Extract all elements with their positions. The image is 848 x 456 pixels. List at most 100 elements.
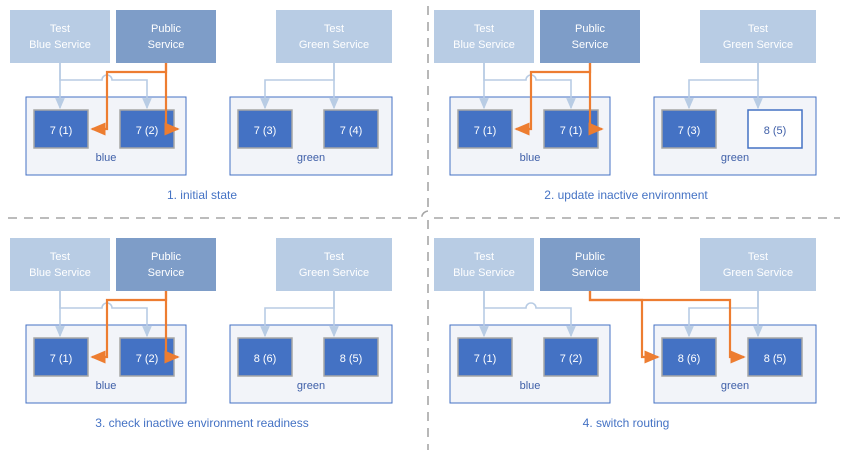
test-green-service-box bbox=[276, 238, 392, 291]
text: Test bbox=[474, 23, 494, 35]
pod-green-1[interactable]: 7 (3) bbox=[661, 109, 717, 149]
text: green bbox=[297, 380, 325, 392]
text: green bbox=[721, 152, 749, 164]
text: 8 (6) bbox=[254, 353, 277, 365]
pod-green-2[interactable]: 8 (5) bbox=[323, 337, 379, 377]
text: Green Service bbox=[723, 39, 793, 51]
text: 7 (1) bbox=[50, 353, 73, 365]
panel-dividers bbox=[8, 6, 840, 450]
pod-green-2[interactable]: 8 (5) bbox=[747, 109, 803, 149]
arrow-test-green-to-pod-3 bbox=[260, 63, 335, 110]
pod-box bbox=[237, 337, 293, 377]
text: Service bbox=[148, 267, 185, 279]
arrow-test-green-to-pod-3 bbox=[260, 291, 335, 338]
pod-box bbox=[747, 109, 803, 149]
pod-blue-1[interactable]: 7 (1) bbox=[33, 109, 89, 149]
test-service-connectors bbox=[479, 291, 763, 338]
text: Test bbox=[748, 23, 768, 35]
pod-blue-2[interactable]: 7 (2) bbox=[543, 337, 599, 377]
pod-box bbox=[543, 337, 599, 377]
text: Public bbox=[151, 23, 181, 35]
pod-box bbox=[457, 109, 513, 149]
text: Test bbox=[324, 251, 344, 263]
arrow-public-to-blue-pod-2 bbox=[164, 63, 180, 136]
text: Green Service bbox=[299, 267, 369, 279]
text: Public bbox=[575, 251, 605, 263]
text: Test bbox=[474, 251, 494, 263]
text: Test bbox=[50, 251, 70, 263]
public-service-box bbox=[116, 238, 216, 291]
arrow-test-green-to-pod-3 bbox=[684, 63, 759, 110]
text: Blue Service bbox=[453, 39, 515, 51]
text: 8 (5) bbox=[764, 125, 787, 137]
text: 7 (1) bbox=[560, 125, 583, 137]
arrow-public-to-blue-pod-2 bbox=[588, 63, 604, 136]
arrow-public-to-green-pod-2 bbox=[588, 291, 746, 364]
text: 7 (4) bbox=[340, 125, 363, 137]
test-green-service-box bbox=[700, 10, 816, 63]
text: blue bbox=[96, 380, 117, 392]
text: blue bbox=[96, 152, 117, 164]
text: Test bbox=[50, 23, 70, 35]
pod-green-1[interactable]: 8 (6) bbox=[661, 337, 717, 377]
divider-vertical bbox=[420, 6, 429, 450]
text: 8 (5) bbox=[340, 353, 363, 365]
public-routing-arrows bbox=[588, 291, 746, 364]
text: 2. update inactive environment bbox=[544, 188, 708, 202]
test-blue-service-box bbox=[434, 10, 534, 63]
text: Public bbox=[575, 23, 605, 35]
pod-box bbox=[33, 109, 89, 149]
pod-green-1[interactable]: 8 (6) bbox=[237, 337, 293, 377]
pod-box bbox=[323, 337, 379, 377]
text: Test bbox=[324, 23, 344, 35]
text: 7 (3) bbox=[254, 125, 277, 137]
text: 7 (1) bbox=[474, 125, 497, 137]
panel-4-caption: 4. switch routing bbox=[583, 416, 670, 430]
public-service-box bbox=[540, 238, 640, 291]
text: 7 (2) bbox=[136, 353, 159, 365]
pod-blue-1[interactable]: 7 (1) bbox=[457, 109, 513, 149]
pod-green-2[interactable]: 7 (4) bbox=[323, 109, 379, 149]
text: Blue Service bbox=[29, 267, 91, 279]
text: 3. check inactive environment readiness bbox=[95, 416, 308, 430]
pod-green-1[interactable]: 7 (3) bbox=[237, 109, 293, 149]
text: Green Service bbox=[299, 39, 369, 51]
text: 8 (5) bbox=[764, 353, 787, 365]
public-routing-arrows bbox=[90, 291, 180, 364]
text: Test bbox=[748, 251, 768, 263]
test-blue-service-box bbox=[10, 238, 110, 291]
pod-box bbox=[747, 337, 803, 377]
test-blue-service-box bbox=[10, 10, 110, 63]
text: Service bbox=[572, 39, 609, 51]
pod-green-2[interactable]: 8 (5) bbox=[747, 337, 803, 377]
test-green-service-box bbox=[276, 10, 392, 63]
public-routing-arrows bbox=[90, 63, 180, 136]
panel-2-caption: 2. update inactive environment bbox=[544, 188, 708, 202]
arrow-test-green-to-pod-3 bbox=[684, 291, 759, 338]
pod-blue-1[interactable]: 7 (1) bbox=[33, 337, 89, 377]
public-service-box bbox=[540, 10, 640, 63]
public-routing-arrows bbox=[514, 63, 604, 136]
pod-box bbox=[457, 337, 513, 377]
text: 1. initial state bbox=[167, 188, 237, 202]
pod-blue-1[interactable]: 7 (1) bbox=[457, 337, 513, 377]
text: 7 (3) bbox=[678, 125, 701, 137]
arrow-test-blue-to-pod-2 bbox=[483, 291, 576, 338]
pod-box bbox=[661, 337, 717, 377]
